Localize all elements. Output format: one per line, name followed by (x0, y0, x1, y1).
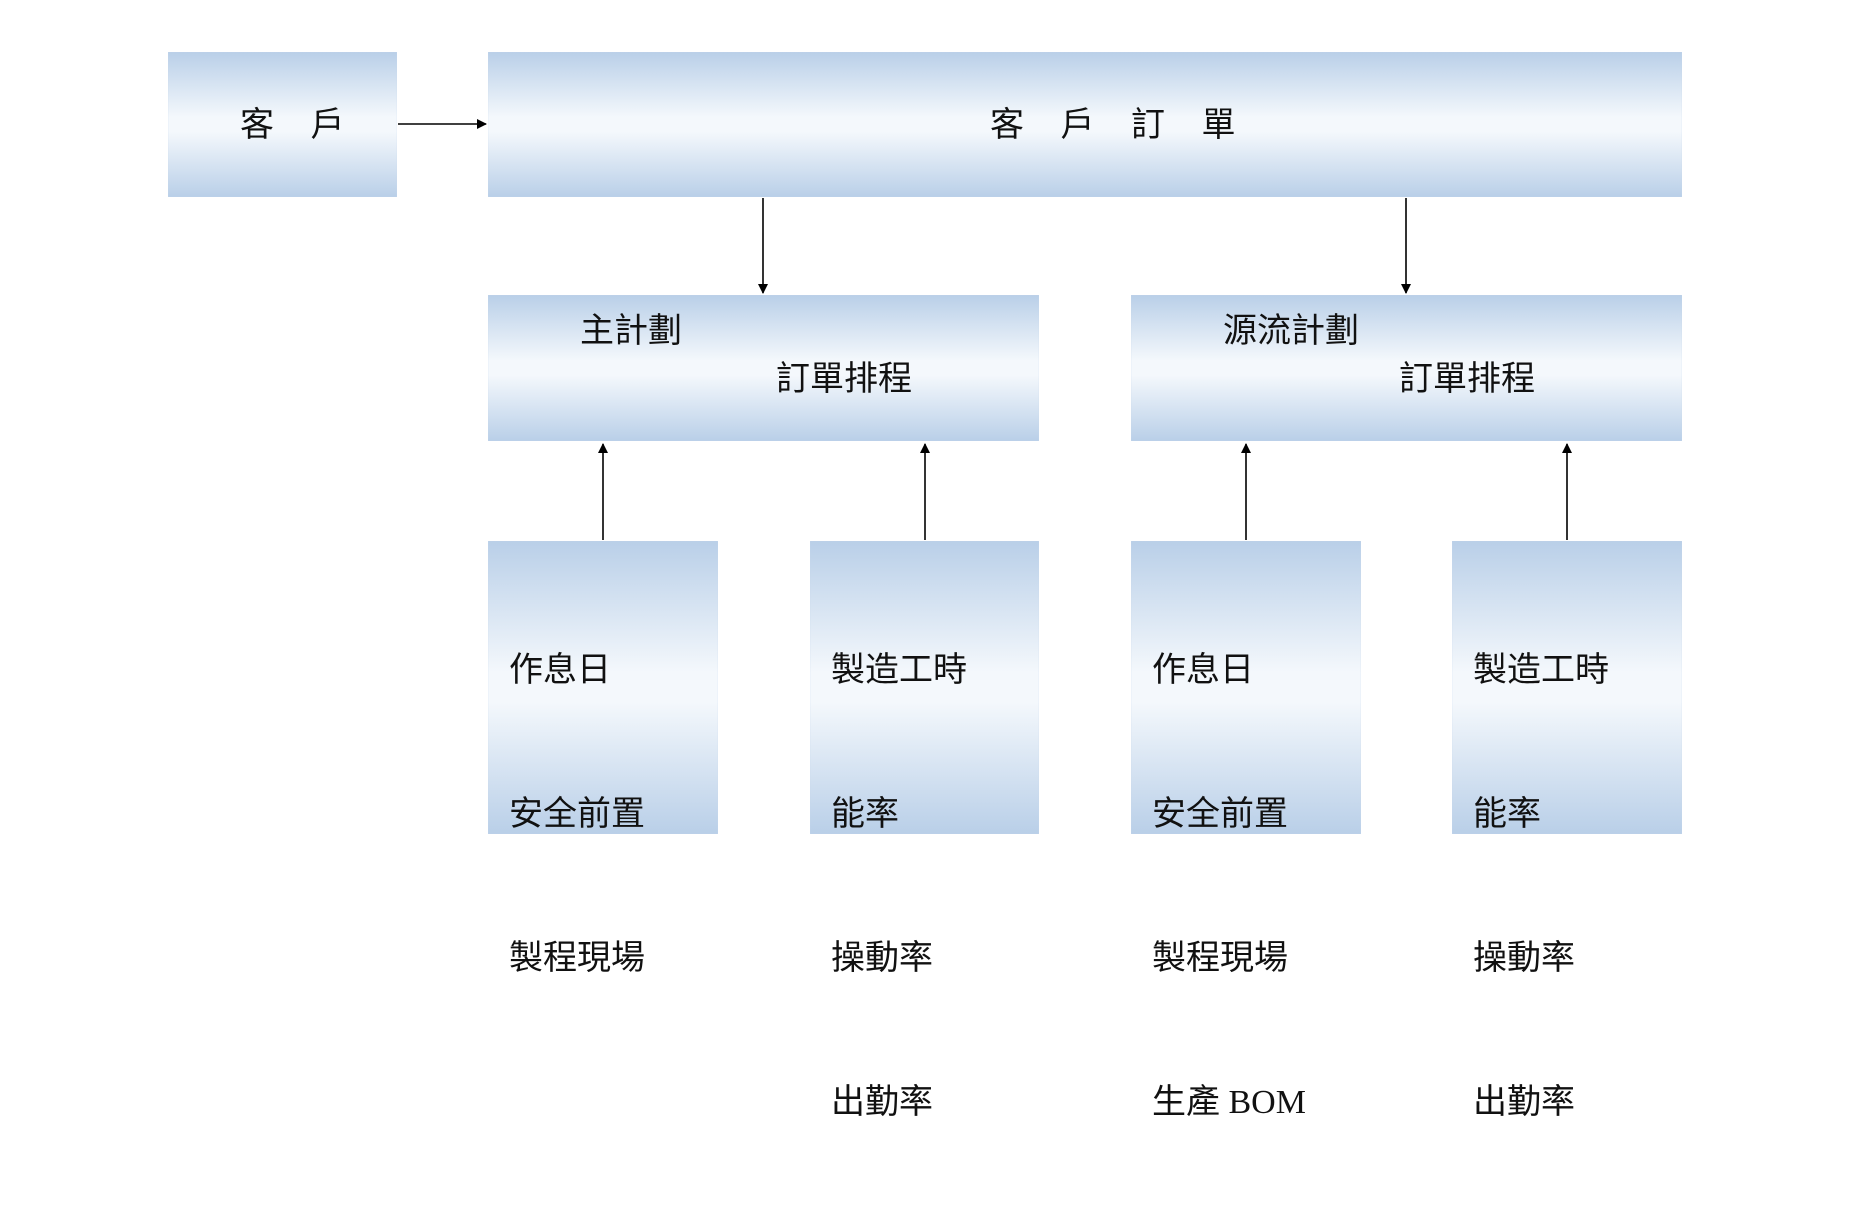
master-plan-title: 主計劃 (580, 313, 682, 350)
input-line: 安全前置 (509, 796, 645, 833)
input-box-4-text: 製造工時 能率 操動率 出勤率 (1473, 551, 1609, 1223)
input-box-3: 作息日 安全前置 製程現場 生產 BOM (1131, 541, 1361, 1121)
connector-arrows (398, 119, 1572, 540)
input-line: 能率 (1473, 796, 1541, 833)
source-plan-title: 源流計劃 (1223, 313, 1359, 350)
input-box-2-text: 製造工時 能率 操動率 出勤率 (831, 551, 967, 1223)
input-box-2: 製造工時 能率 操動率 出勤率 (810, 541, 1039, 1121)
input-box-4: 製造工時 能率 操動率 出勤率 (1452, 541, 1682, 1121)
input-line: 作息日 (509, 652, 611, 689)
customer-box: 客 戶 (168, 52, 397, 197)
master-plan-subtitle: 訂單排程 (776, 361, 912, 398)
input-line: 製造工時 (831, 652, 967, 689)
customer-label: 客 戶 (240, 107, 359, 144)
customer-order-box: 客 戶 訂 單 (488, 52, 1682, 197)
input-line: 操動率 (1473, 940, 1575, 977)
source-plan-subtitle: 訂單排程 (1399, 361, 1535, 398)
input-line: 生產 BOM (1152, 1084, 1306, 1121)
input-box-1-text: 作息日 安全前置 製程現場 (509, 551, 645, 1079)
input-line: 能率 (831, 796, 899, 833)
input-box-3-text: 作息日 安全前置 製程現場 生產 BOM (1152, 551, 1306, 1223)
input-line: 作息日 (1152, 652, 1254, 689)
input-line: 出勤率 (831, 1084, 933, 1121)
customer-order-label: 客 戶 訂 單 (990, 107, 1250, 144)
input-line: 製程現場 (509, 940, 645, 977)
input-line: 操動率 (831, 940, 933, 977)
source-plan-box: 源流計劃 訂單排程 (1131, 295, 1682, 441)
input-line: 製程現場 (1152, 940, 1288, 977)
input-line: 安全前置 (1152, 796, 1288, 833)
master-plan-box: 主計劃 訂單排程 (488, 295, 1039, 441)
input-line: 製造工時 (1473, 652, 1609, 689)
input-box-1: 作息日 安全前置 製程現場 (488, 541, 718, 977)
input-line: 出勤率 (1473, 1084, 1575, 1121)
